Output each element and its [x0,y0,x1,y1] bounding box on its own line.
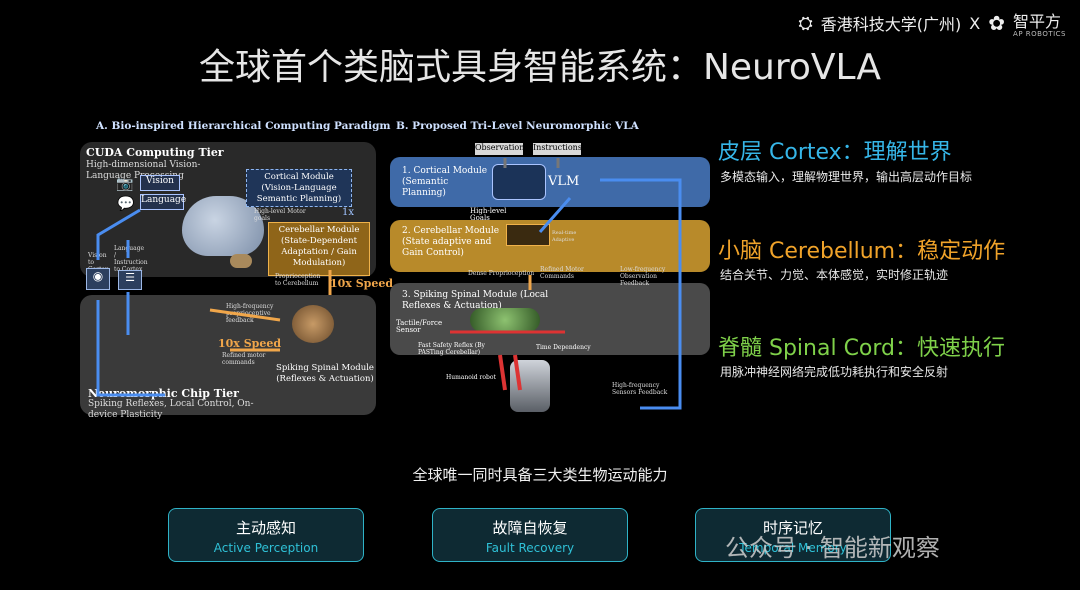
network-icon [492,164,546,200]
spinal-cord-icon [292,305,334,343]
watermark: 公众号 · 智能新观察 [725,534,940,562]
speed-10x-a: 10x Speed [330,277,394,290]
vision-box: Vision [140,175,180,191]
ap-name: 智平方 [1013,12,1062,31]
humanoid-label: Humanoid robot [446,374,496,381]
logo-separator: X [969,13,981,33]
spinal-module-a: Spiking Spinal Module (Reflexes & Actuat… [276,363,374,384]
cortex-desc: 多模态输入，理解物理世界，输出高层动作目标 [720,170,973,184]
hf-sensor-label: High-frequency Sensors Feedback [612,382,668,396]
fast-safety: Fast Safety Reflex (By PASTing Cerebella… [418,342,485,356]
cerebellum-icon [230,254,252,268]
chat-icon-bottom: ☰ [118,270,142,290]
ap-sub: AP ROBOTICS [1013,30,1066,38]
spinal-band [390,283,710,355]
cerebellar-module-a: Cerebellar Module (State-Dependent Adapt… [268,222,370,276]
card-en: Fault Recovery [485,541,575,555]
hkust-name: 香港科技大学(广州) [820,15,962,34]
spinal-heading: 脊髓 Spinal Cord：快速执行 [718,336,1006,361]
diagram-a-arrows [96,208,332,397]
ap-name-block: 智平方 AP ROBOTICS [1013,8,1066,38]
cuda-tier-title: CUDA Computing Tier [86,146,224,159]
time-dependency: Time Dependency [536,344,591,351]
camera-icon-bottom: ◉ [86,268,110,290]
hkust-logo-icon: ⛭ [798,12,813,34]
b3-label: 3. Spiking Spinal Module (Local Reflexes… [402,290,549,311]
capability-caption: 全球唯一同时具备三大类生物运动能力 [412,466,668,484]
neuro-tier-desc: Spiking Reflexes, Local Control, On-devi… [88,399,254,420]
camera-icon: 📷 [116,176,134,192]
chat-icon: 💬 [117,196,135,212]
speed-10x-b: 10x Speed [218,337,282,350]
temporal-memory-card: 时序记忆 Temporal Memory [695,508,891,562]
ap-logo-icon: ✿ [988,11,1006,35]
diagram-b-arrows [450,158,682,410]
observations-box: Observations [475,143,523,155]
dense-proprio: Dense Proprioception [468,270,535,277]
neuron-cluster-icon [470,308,540,332]
adaptive-plot-icon [506,224,550,246]
high-level-goals: High-level Goals [470,207,507,222]
refined-motor-b: Refined Motor Commands [540,266,584,280]
vlm-label: VLM [548,174,580,189]
page-title: 全球首个类脑式具身智能系统：NeuroVLA [198,47,882,88]
low-freq-label: Low-frequency Observation Feedback [620,266,666,287]
spinal-desc: 用脉冲神经网络完成低功耗执行和安全反射 [720,365,949,379]
tactile-label: Tactile/Force Sensor [396,319,443,334]
diagram-a-title: A. Bio-inspired Hierarchical Computing P… [96,120,391,132]
b2-label: 2. Cerebellar Module (State adaptive and… [402,226,500,258]
cerebellum-heading: 小脑 Cerebellum：稳定动作 [718,239,1006,264]
card-zh: 时序记忆 [762,519,823,537]
refined-motor-a: Refined motor commands [222,352,266,366]
cortical-module-a: Cortical Module (Vision-Language Semanti… [246,169,352,207]
card-zh: 主动感知 [235,519,296,537]
b1-label: 1. Cortical Module (Semantic Planning) [402,166,488,198]
cerebellar-band [390,220,710,272]
diagram-b-title: B. Proposed Tri-Level Neuromorphic VLA [396,120,639,132]
cerebellum-desc: 结合关节、力觉、本体感觉，实时修正轨迹 [720,268,949,282]
language-box: Language [140,194,186,210]
card-zh: 故障自恢复 [492,519,568,537]
instructions-box: Instructions [533,143,581,155]
card-en: Active Perception [213,541,319,555]
card-en: Temporal Memory [739,541,847,555]
proprio-to-cerebellum: Proprioception to Cerebellum [275,273,321,287]
active-perception-card: 主动感知 Active Perception [168,508,364,562]
speed-1x: 1x [342,207,355,218]
high-level-goals-small: High-level Motor goals [254,208,306,222]
cortical-band [390,157,710,207]
cortex-heading: 皮层 Cortex：理解世界 [718,140,952,165]
fault-recovery-card: 故障自恢复 Fault Recovery [432,508,628,562]
hf-proprio: High-frequency proprioceptive feedback [226,303,274,324]
cuda-tier-desc: High-dimensional Vision-Language Process… [86,160,201,181]
real-time-label: Real-time Adaptive [552,230,577,243]
header-logos: ⛭ 香港科技大学(广州) X ✿ 智平方 AP ROBOTICS [798,8,1066,38]
